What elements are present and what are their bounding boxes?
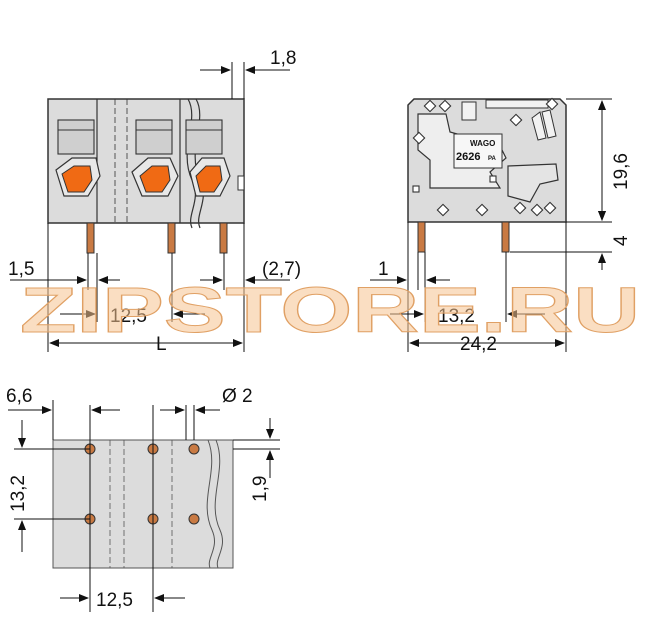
side-notch [237, 175, 245, 191]
diamond-mark [438, 99, 452, 113]
dim-footprint-edge: 6,6 [6, 386, 32, 407]
solder-pin [219, 222, 228, 254]
diamond-mark [423, 99, 437, 113]
wire-entry [57, 119, 95, 155]
dim-hole-diameter: Ø 2 [222, 386, 253, 407]
mounting-marks [412, 97, 559, 217]
side-view: WAGO 2626 PA [407, 97, 567, 253]
break-line [206, 439, 215, 569]
diamond-mark [530, 203, 544, 217]
solder-pin [86, 222, 95, 254]
test-slot [531, 109, 557, 141]
logo-part: 2626 [456, 151, 480, 163]
dim-footprint-offset: 1,9 [250, 476, 271, 502]
push-button [195, 165, 223, 193]
break-line [214, 439, 223, 569]
solder-pin [501, 221, 510, 253]
diamond-mark [412, 131, 426, 145]
diamond-mark [475, 203, 489, 217]
diamond-mark [509, 113, 523, 127]
wire-entry [185, 119, 223, 155]
dim-pitch-front: 12,5 [110, 306, 147, 327]
dim-pin-length: 4 [611, 235, 632, 246]
dim-top-gap: 1,8 [270, 48, 296, 69]
pcb-hole [188, 443, 200, 455]
footprint-view [52, 439, 234, 569]
dim-footprint-pitch: 12,5 [96, 590, 133, 611]
pcb-hole [188, 513, 200, 525]
dim-edge-offset: (2,7) [262, 259, 301, 280]
busbar [507, 163, 559, 203]
solder-pin [417, 221, 426, 253]
logo-plate: WAGO 2626 PA [453, 133, 503, 169]
footprint-housing [52, 439, 234, 569]
solder-pin [167, 222, 176, 254]
push-button [61, 165, 93, 193]
diamond-mark [545, 97, 559, 111]
release-slot [485, 99, 549, 109]
dim-side-height: 19,6 [611, 153, 632, 190]
dim-side-width: 24,2 [460, 334, 497, 355]
dim-footprint-row-span: 13,2 [8, 475, 29, 512]
dim-pin-offset: 1,5 [8, 259, 34, 280]
square-mark [489, 175, 497, 183]
watermark: ZIPSTORE.RU [20, 274, 640, 346]
square-mark [412, 185, 420, 193]
dim-side-pin-span: 13,2 [438, 306, 475, 327]
wire-entry [135, 119, 173, 155]
diamond-mark [436, 203, 450, 217]
diamond-mark [543, 201, 557, 215]
push-button [139, 165, 171, 193]
front-view [47, 98, 245, 254]
logo-suffix: PA [488, 156, 497, 162]
logo-brand: WAGO [470, 139, 495, 148]
dim-overall-length: L [156, 334, 167, 355]
dim-side-pin-offset: 1 [378, 259, 389, 280]
dimension-lines [8, 62, 612, 612]
diamond-mark [513, 201, 527, 215]
release-slot [461, 101, 477, 121]
